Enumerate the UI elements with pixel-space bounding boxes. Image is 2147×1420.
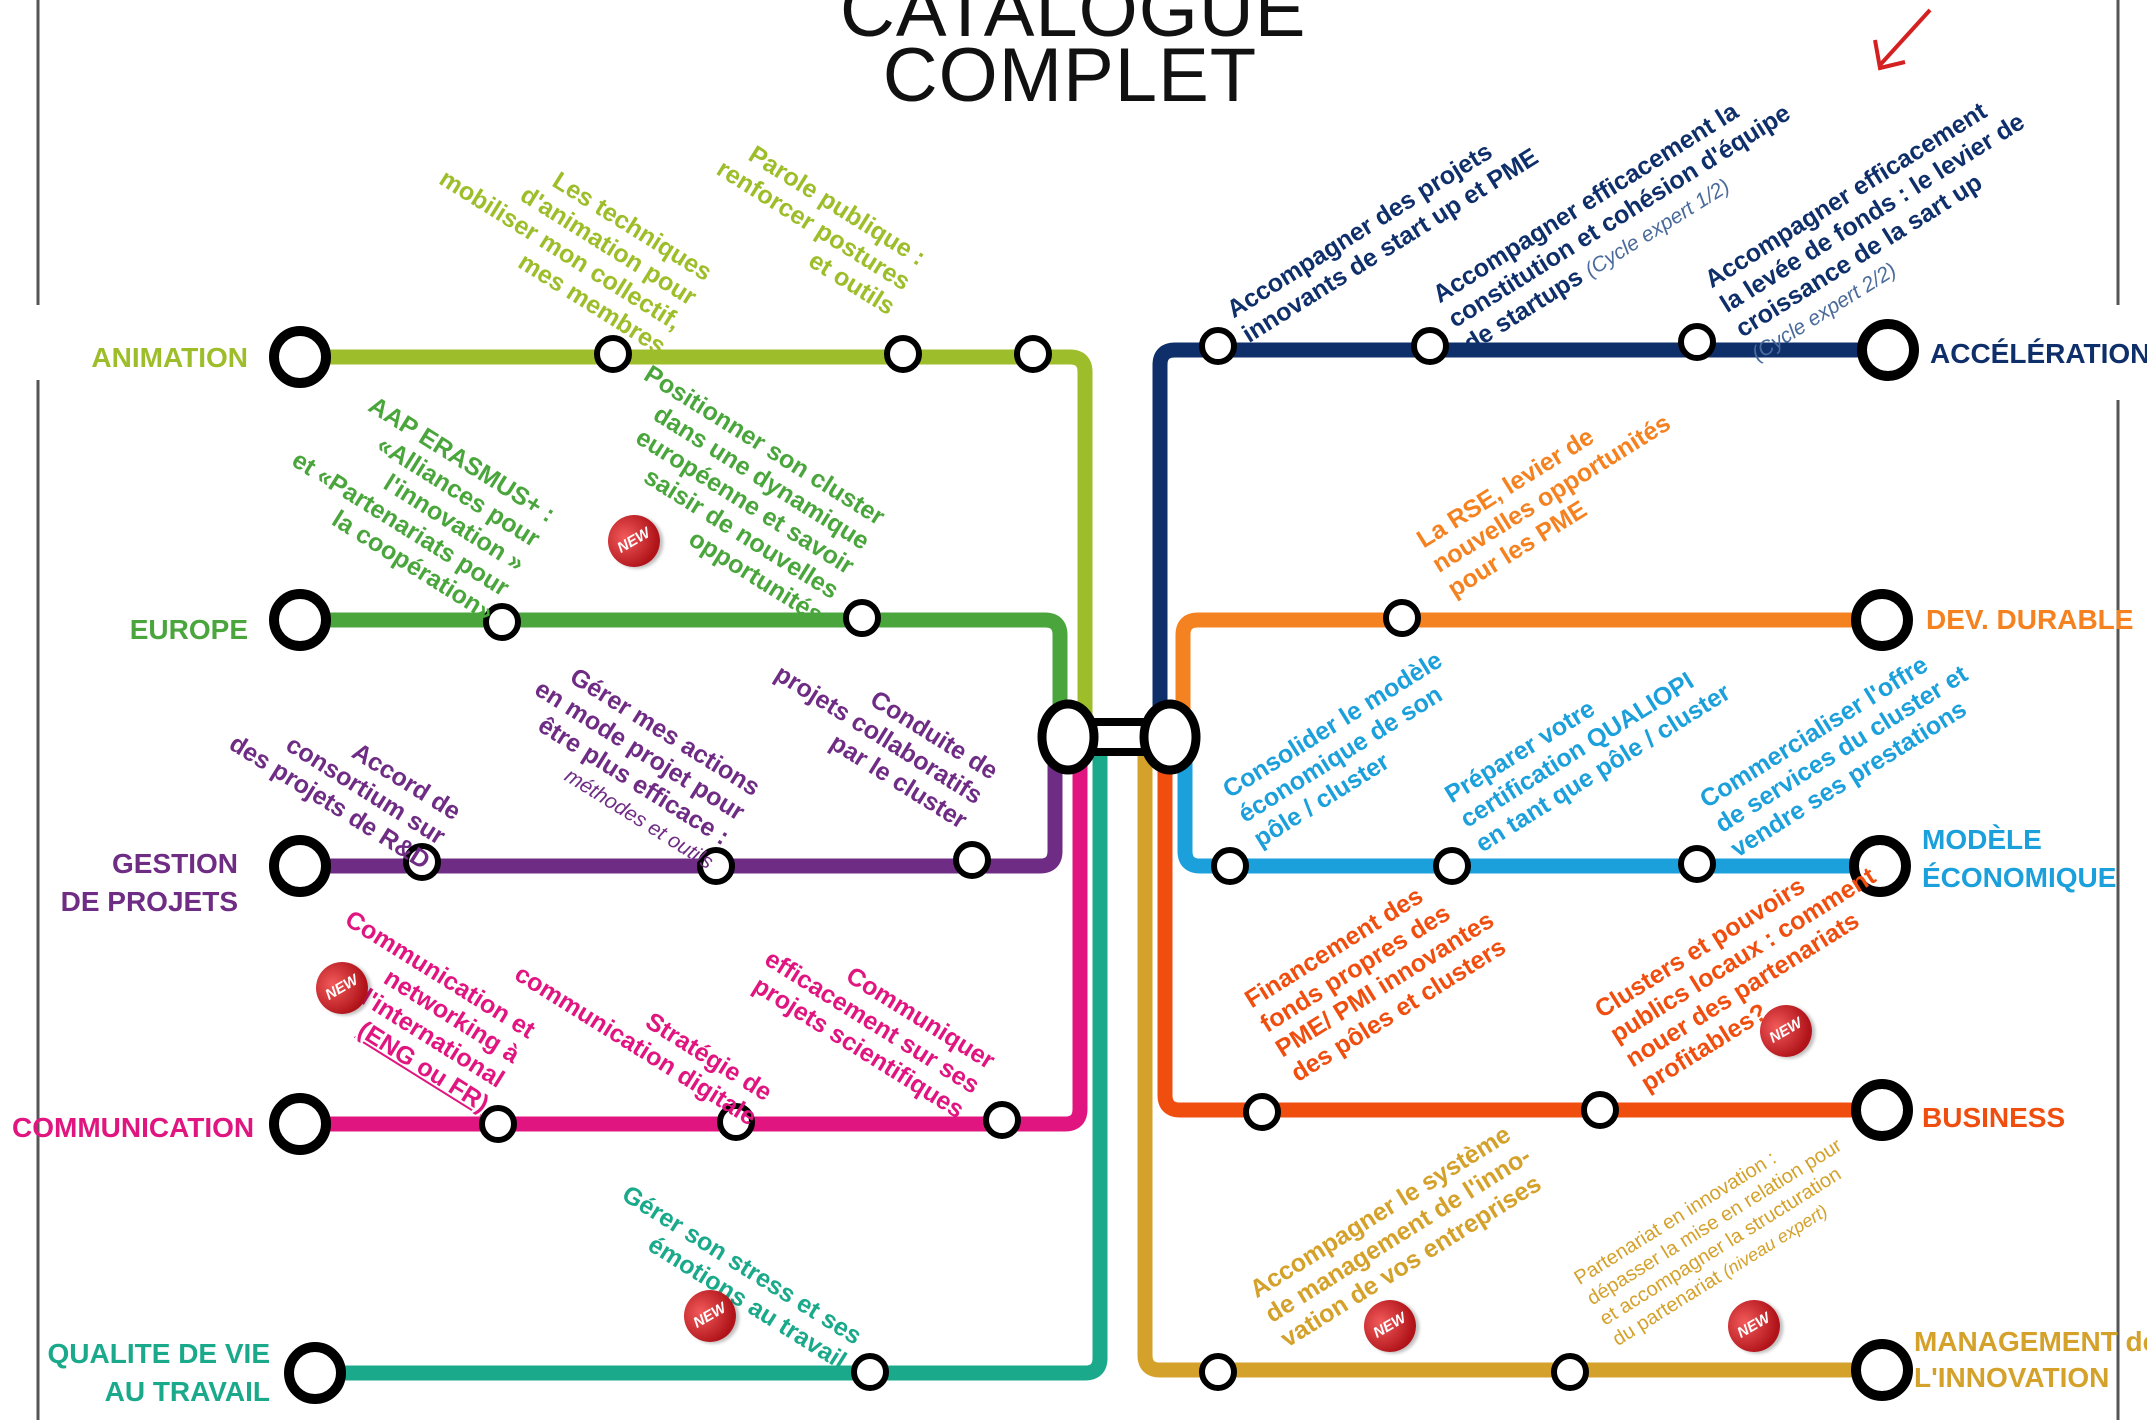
central-hub: [1037, 699, 1201, 775]
terminus-animation: [269, 326, 331, 388]
line-devdurable: [1175, 612, 1890, 745]
line-acceleration: [1152, 342, 1890, 745]
terminus-europe: [269, 589, 331, 651]
station-devdurable-1: [1383, 599, 1421, 637]
page-title-line1: CATALOGUE: [840, 0, 1307, 53]
terminus-gestion: [269, 835, 331, 897]
station-acceleration-1: [1199, 327, 1237, 365]
station-acceleration-3: [1678, 323, 1716, 361]
line-label-gestion-2: DE PROJETS: [60, 886, 238, 917]
line-label-europe: EUROPE: [129, 614, 248, 645]
line-europe: [300, 612, 1068, 745]
station-gestion-1: [403, 843, 441, 881]
station-modele-1: [1211, 847, 1249, 885]
terminus-devdurable: [1851, 589, 1913, 651]
station-europe-2: [843, 599, 881, 637]
line-label-communication: COMMUNICATION: [12, 1112, 255, 1143]
station-qvt-1: [851, 1353, 889, 1391]
station-management-2: [1551, 1353, 1589, 1391]
line-label-management-1: MANAGEMENT de: [1914, 1326, 2147, 1357]
terminus-modele: [1849, 835, 1911, 897]
line-label-gestion-1: GESTION: [111, 848, 238, 879]
line-modele: [1177, 745, 1890, 874]
line-business: [1157, 745, 1890, 1118]
line-qvt: [320, 745, 1108, 1381]
line-label-modele-2: ÉCONOMIQUE: [1922, 862, 2117, 893]
line-label-qvt-1: QUALITE DE VIE: [47, 1338, 270, 1369]
station-europe-1: [483, 603, 521, 641]
line-communication: [300, 745, 1088, 1132]
station-business-2: [1581, 1091, 1619, 1129]
station-communication-1: [479, 1105, 517, 1143]
line-label-devdurable: DEV. DURABLE: [1926, 604, 2134, 635]
terminus-management: [1851, 1339, 1913, 1401]
station-communication-2: [717, 1103, 755, 1141]
terminus-business: [1851, 1079, 1913, 1141]
terminus-communication: [269, 1093, 331, 1155]
station-animation-1: [594, 335, 632, 373]
line-management: [1137, 745, 1890, 1378]
line-label-management-2: L'INNOVATION: [1914, 1362, 2110, 1393]
terminus-acceleration: [1857, 319, 1919, 381]
station-communication-3: [983, 1101, 1021, 1139]
station-animation-2: [884, 335, 922, 373]
station-modele-2: [1433, 847, 1471, 885]
station-acceleration-2: [1411, 327, 1449, 365]
station-gestion-3: [953, 841, 991, 879]
station-management-1: [1199, 1353, 1237, 1391]
red-arrow-icon: [1878, 8, 1932, 67]
page-title-line2: COMPLET: [882, 33, 1258, 118]
station-animation-3: [1014, 335, 1052, 373]
line-label-acceleration: ACCÉLÉRATION: [1930, 338, 2147, 369]
station-modele-3: [1678, 845, 1716, 883]
line-label-qvt-2: AU TRAVAIL: [104, 1376, 270, 1407]
line-label-animation: ANIMATION: [91, 342, 248, 373]
line-animation: [300, 349, 1093, 745]
station-gestion-2: [697, 847, 735, 885]
station-business-1: [1243, 1093, 1281, 1131]
line-gestion: [300, 745, 1063, 874]
terminus-qvt: [284, 1342, 346, 1404]
line-label-modele-1: MODÈLE: [1922, 824, 2042, 855]
line-label-business: BUSINESS: [1922, 1102, 2066, 1133]
